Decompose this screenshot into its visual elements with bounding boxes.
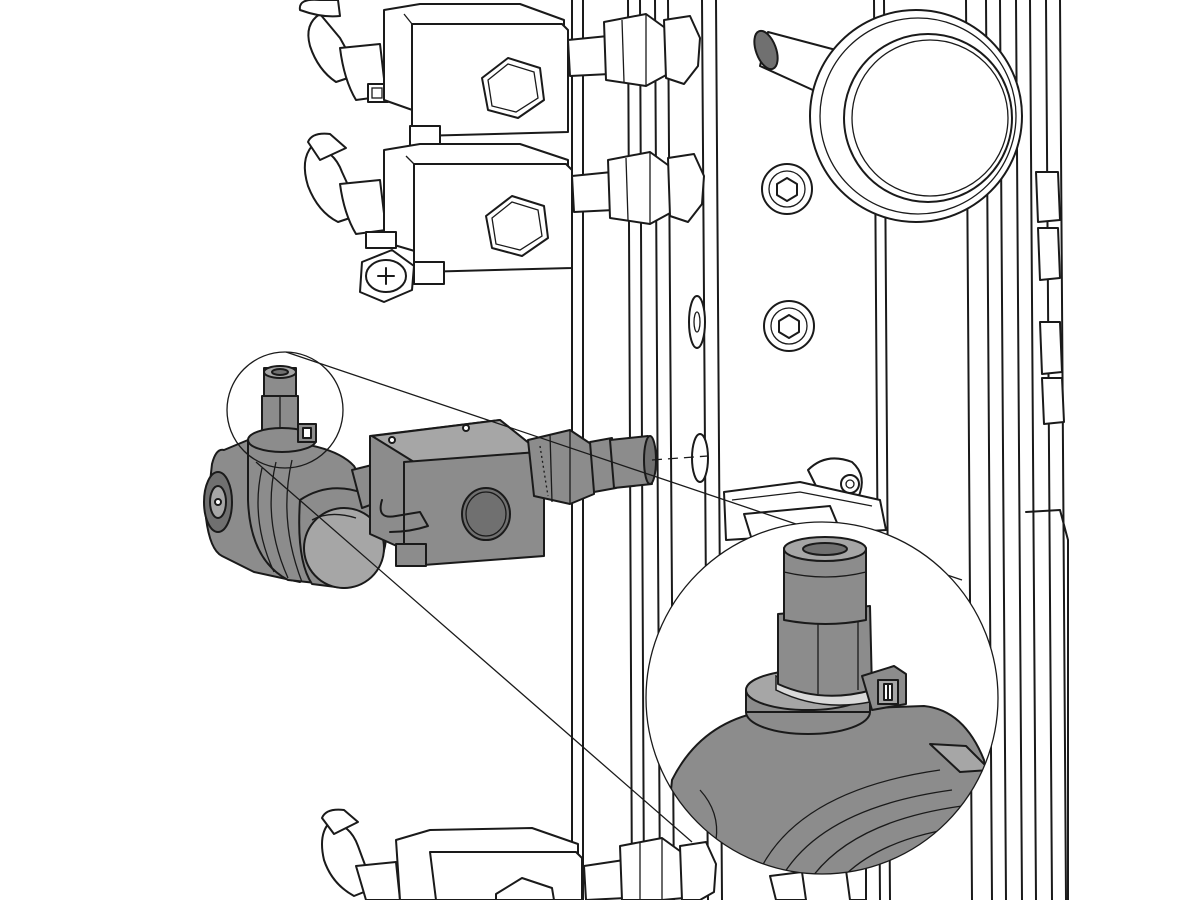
callout-source-circle: [226, 351, 344, 469]
phillips-screw: [359, 249, 415, 303]
rail-slots: [688, 295, 709, 483]
round-gauge-knob: [753, 9, 1023, 223]
highlighted-valve-assembly: [203, 365, 657, 589]
solenoid-valve-top-1: [298, 0, 701, 149]
hinge-knuckles: [1025, 171, 1069, 900]
callout-magnified-view: [645, 521, 999, 875]
solenoid-valve-bottom: [321, 808, 867, 900]
solenoid-valve-top-2: [303, 132, 705, 285]
magnified-fitting-detail: [659, 536, 998, 874]
dashed-alignment-line: [651, 455, 709, 461]
socket-screw-lower: [763, 300, 815, 352]
socket-screw-upper: [761, 163, 813, 215]
